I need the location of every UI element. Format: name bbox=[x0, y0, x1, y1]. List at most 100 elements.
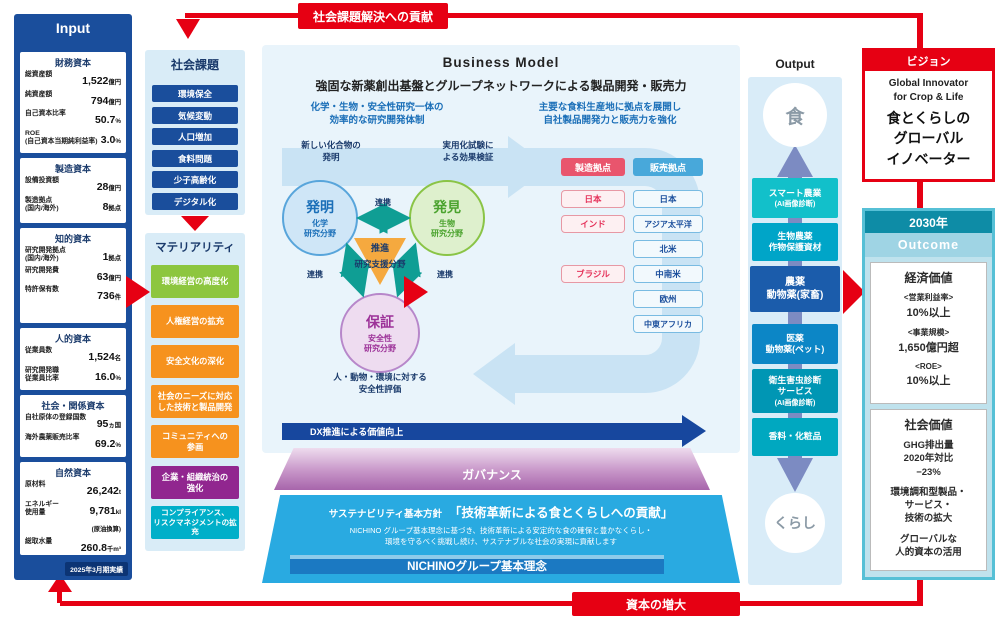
invention-field: 化学 研究分野 bbox=[304, 219, 336, 238]
discovery-note: 実用化試験に よる効果検証 bbox=[442, 140, 494, 162]
red-flow-line-top bbox=[185, 13, 922, 18]
card-title: 社会・関係資本 bbox=[41, 401, 105, 411]
manufacturing-site: ブラジル bbox=[561, 265, 625, 283]
output-item: 衛生害虫診断 サービス(AI画像診断) bbox=[752, 369, 838, 413]
outcome-box: 2030年 Outcome 経済価値 <営業利益率> 10%以上 <事業規模> … bbox=[862, 208, 995, 580]
issue-item: 食料問題 bbox=[152, 150, 238, 167]
red-flow-line-bottom bbox=[60, 601, 920, 606]
economic-value-title: 経済価値 bbox=[904, 271, 953, 285]
sales-sites-header: 販売拠点 bbox=[633, 158, 703, 176]
social-value-item: GHG排出量 2020年対比 −23% bbox=[903, 440, 954, 478]
sales-site: 中南米 bbox=[633, 265, 703, 283]
outcome-year: 2030年 bbox=[865, 211, 992, 233]
vision-english: Global Innovator for Crop & Life bbox=[888, 78, 969, 103]
sales-site: 日本 bbox=[633, 190, 703, 208]
invention-note: 新しい化合物の 発明 bbox=[301, 140, 361, 162]
output-item: 香料・化粧品 bbox=[752, 418, 838, 456]
sustainability-body: NICHINO グループ基本理念に基づき、技術革新による安定的な食の確保と豊かな… bbox=[349, 526, 653, 547]
link-label: 連携 bbox=[375, 198, 391, 207]
materiality-item: 安全文化の深化 bbox=[151, 345, 239, 378]
manufacturing-sites-header: 製造拠点 bbox=[561, 158, 625, 176]
rd-heading: 化学・生物・安全性研究一体の 効率的な研究開発体制 bbox=[310, 102, 444, 126]
metric-value: 10%以上 bbox=[906, 375, 951, 387]
issue-item: 気候変動 bbox=[152, 107, 238, 124]
governance-band: ガバナンス bbox=[274, 448, 710, 490]
output-item: 生物農薬 作物保護資材 bbox=[752, 223, 838, 261]
sustainability-policy-row: サステナビリティ基本方針 「技術革新による食とくらしへの貢献」 bbox=[262, 502, 740, 521]
metric-label: <ROE> bbox=[915, 362, 942, 371]
flow-arrowhead-left-icon bbox=[473, 343, 515, 405]
output-panel: 食 スマート農業(AI画像診断) 生物農薬 作物保護資材 農薬 動物薬(家畜) … bbox=[748, 77, 842, 585]
link-label: 連携 bbox=[437, 270, 453, 279]
assurance-field: 安全性 研究分野 bbox=[364, 334, 396, 353]
social-issues-title: 社会課題 bbox=[170, 58, 219, 72]
food-circle: 食 bbox=[763, 83, 827, 147]
issue-item: 環境保全 bbox=[152, 85, 238, 102]
output-arrow-up-icon bbox=[777, 145, 813, 177]
card-title: 知的資本 bbox=[54, 234, 91, 244]
red-flow-line-left-stub bbox=[57, 588, 62, 603]
card-title: 人的資本 bbox=[54, 334, 91, 344]
materiality-item: 環境経営の高度化 bbox=[151, 265, 239, 298]
sales-site: 欧州 bbox=[633, 290, 703, 308]
sales-site: 中東アフリカ bbox=[633, 315, 703, 333]
card-title: 自然資本 bbox=[54, 468, 91, 478]
flow-bar bbox=[282, 148, 510, 186]
fiscal-period-note: 2025年3月期実績 bbox=[65, 562, 128, 576]
output-item: 農薬 動物薬(家畜) bbox=[750, 266, 840, 312]
banner-capital-growth: 資本の増大 bbox=[572, 592, 740, 616]
arrow-output-to-outcome-icon bbox=[843, 270, 865, 314]
social-issues-panel: 社会課題 環境保全 気候変動 人口増加 食料問題 少子高齢化 デジタル化 bbox=[145, 50, 245, 215]
social-value-card: 社会価値 GHG排出量 2020年対比 −23% 環境調和型製品・ サービス・ … bbox=[870, 409, 987, 571]
dx-arrowhead-icon bbox=[682, 415, 706, 447]
discovery-circle: 発見 生物 研究分野 bbox=[409, 180, 485, 256]
business-model-subtitle: 強固な新薬創出基盤とグループネットワークによる製品開発・販売力 bbox=[315, 79, 687, 93]
assurance-name: 保証 bbox=[366, 314, 394, 330]
vision-japanese: 食とくらしの グローバル イノベーター bbox=[886, 110, 971, 167]
social-value-item: グローバルな 人的資本の活用 bbox=[895, 533, 962, 559]
vision-box: ビジョン Global Innovator for Crop & Life 食と… bbox=[862, 48, 995, 182]
promotion-field: 研究支援分野 bbox=[354, 259, 406, 269]
discovery-field: 生物 研究分野 bbox=[431, 219, 463, 238]
invention-circle: 発明 化学 研究分野 bbox=[282, 180, 358, 256]
network-heading: 主要な食料生産地に拠点を展開し 自社製品開発力と販売力を強化 bbox=[538, 102, 682, 126]
metric-row: 研究開発拠点 (国内/海外)1拠点 bbox=[25, 247, 121, 263]
link-label: 連携 bbox=[307, 270, 323, 279]
metric-value: 1,650億円超 bbox=[898, 342, 959, 354]
social-value-title: 社会価値 bbox=[904, 418, 953, 432]
card-title: 製造資本 bbox=[54, 164, 91, 174]
metric-row: ROE (自己資本当期純利益率)3.0% bbox=[25, 129, 121, 146]
economic-value-card: 経済価値 <営業利益率> 10%以上 <事業規模> 1,650億円超 <ROE>… bbox=[870, 262, 987, 404]
materiality-item: 企業・組織統治の 強化 bbox=[151, 466, 239, 499]
promotion-name: 推進 bbox=[370, 243, 389, 253]
manufacturing-site: 日本 bbox=[561, 190, 625, 208]
sustainability-policy-text: 「技術革新による食とくらしへの貢献」 bbox=[448, 506, 674, 520]
arrow-materiality-to-business-icon bbox=[404, 276, 428, 308]
issue-item: 少子高齢化 bbox=[152, 171, 238, 188]
business-model-title: Business Model bbox=[442, 55, 560, 70]
materiality-item: コンプライアンス、 リスクマネジメントの拡充 bbox=[151, 506, 239, 539]
output-arrow-down-icon bbox=[777, 458, 813, 492]
materiality-item: 人権経営の拡充 bbox=[151, 305, 239, 338]
sustainability-band: サステナビリティ基本方針 「技術革新による食とくらしへの貢献」 NICHINO … bbox=[262, 495, 740, 583]
social-value-item: 環境調和型製品・ サービス・ 技術の拡大 bbox=[890, 486, 967, 525]
metric-value: 10%以上 bbox=[906, 307, 951, 319]
banner-social-contribution: 社会課題解決への貢献 bbox=[298, 3, 448, 29]
metric-label: <営業利益率> bbox=[903, 293, 954, 302]
invention-name: 発明 bbox=[306, 199, 334, 215]
outcome-title: Outcome bbox=[865, 233, 992, 257]
